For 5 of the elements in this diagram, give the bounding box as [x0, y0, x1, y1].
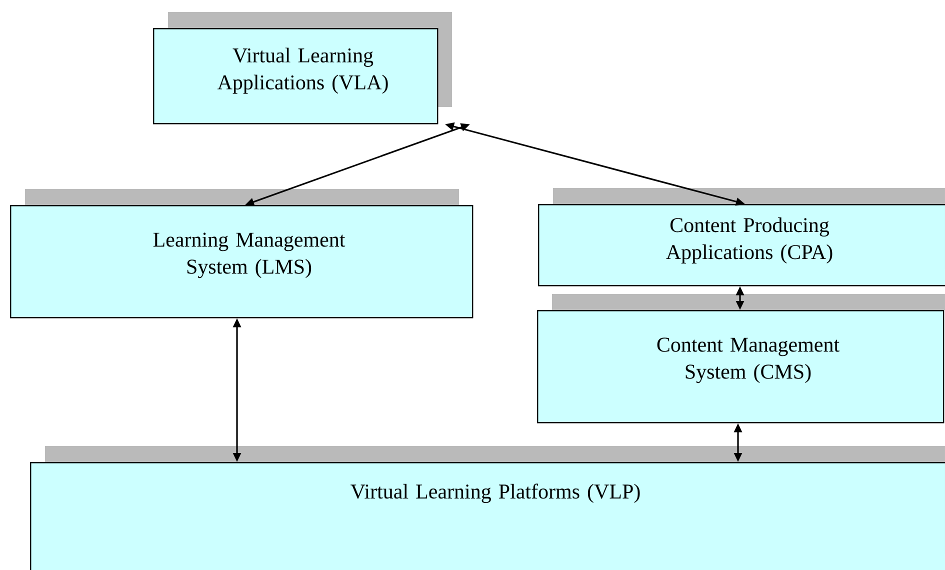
- process-box: Virtual Learning Platforms (VLP): [30, 446, 945, 570]
- process-box: Learning Management System (LMS): [10, 189, 474, 318]
- process-box: Content Management System (CMS): [537, 294, 945, 424]
- process-box: Content Producing Applications (CPA): [538, 188, 945, 286]
- process-box: Virtual Learning Applications (VLA): [153, 12, 452, 124]
